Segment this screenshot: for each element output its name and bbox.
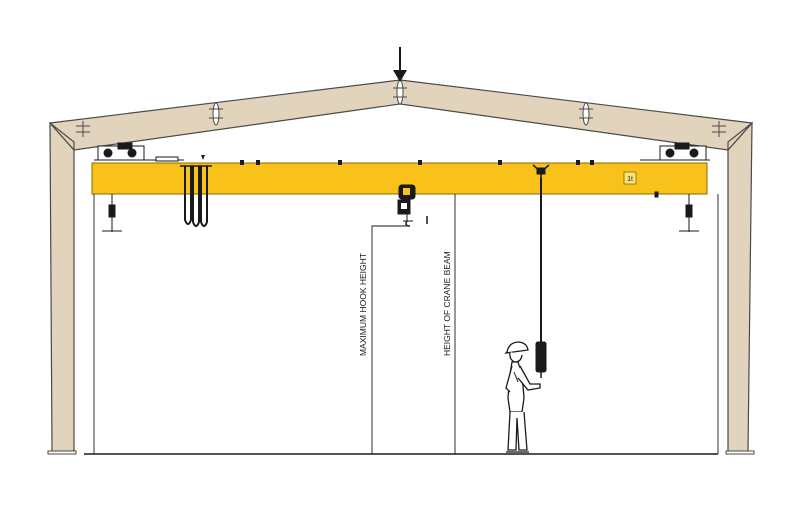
right-haunch <box>727 122 753 152</box>
capacity-plate-label: 1t <box>627 176 633 183</box>
capacity-plate <box>623 171 637 185</box>
hoist-icon <box>397 184 416 222</box>
right-rafter <box>399 79 754 151</box>
splice-marker <box>76 121 90 137</box>
splice-marker <box>393 79 407 105</box>
runway-bracket <box>155 156 179 162</box>
splice-marker <box>209 102 223 126</box>
dimension-lines <box>93 194 719 454</box>
left-base-plate <box>47 450 77 455</box>
runway-left <box>94 142 184 162</box>
right-end-stop <box>654 191 699 232</box>
crane-beam-height-label: HEIGHT OF CRANE BEAM <box>442 251 452 356</box>
festoon-cable-icon <box>180 165 212 227</box>
rafter-splices <box>76 79 726 137</box>
left-rafter <box>48 79 401 151</box>
down-arrow-icon <box>393 47 407 82</box>
base-plates <box>47 450 755 455</box>
left-haunch <box>49 122 75 152</box>
right-column <box>727 121 753 453</box>
splice-marker <box>579 102 593 126</box>
girder-top-clips <box>201 155 594 165</box>
person-icon <box>504 341 541 453</box>
building-frame <box>48 79 754 453</box>
pendant-control-icon <box>532 164 550 378</box>
splice-marker <box>712 121 726 137</box>
left-end-stop <box>102 194 122 232</box>
right-base-plate <box>725 450 755 455</box>
runway-right <box>640 142 710 161</box>
hook-icon <box>403 220 413 227</box>
max-hook-height-line <box>371 225 407 454</box>
hard-hat <box>504 341 529 354</box>
max-hook-height-label: MAXIMUM HOOK HEIGHT <box>358 253 368 356</box>
left-column <box>49 121 75 453</box>
